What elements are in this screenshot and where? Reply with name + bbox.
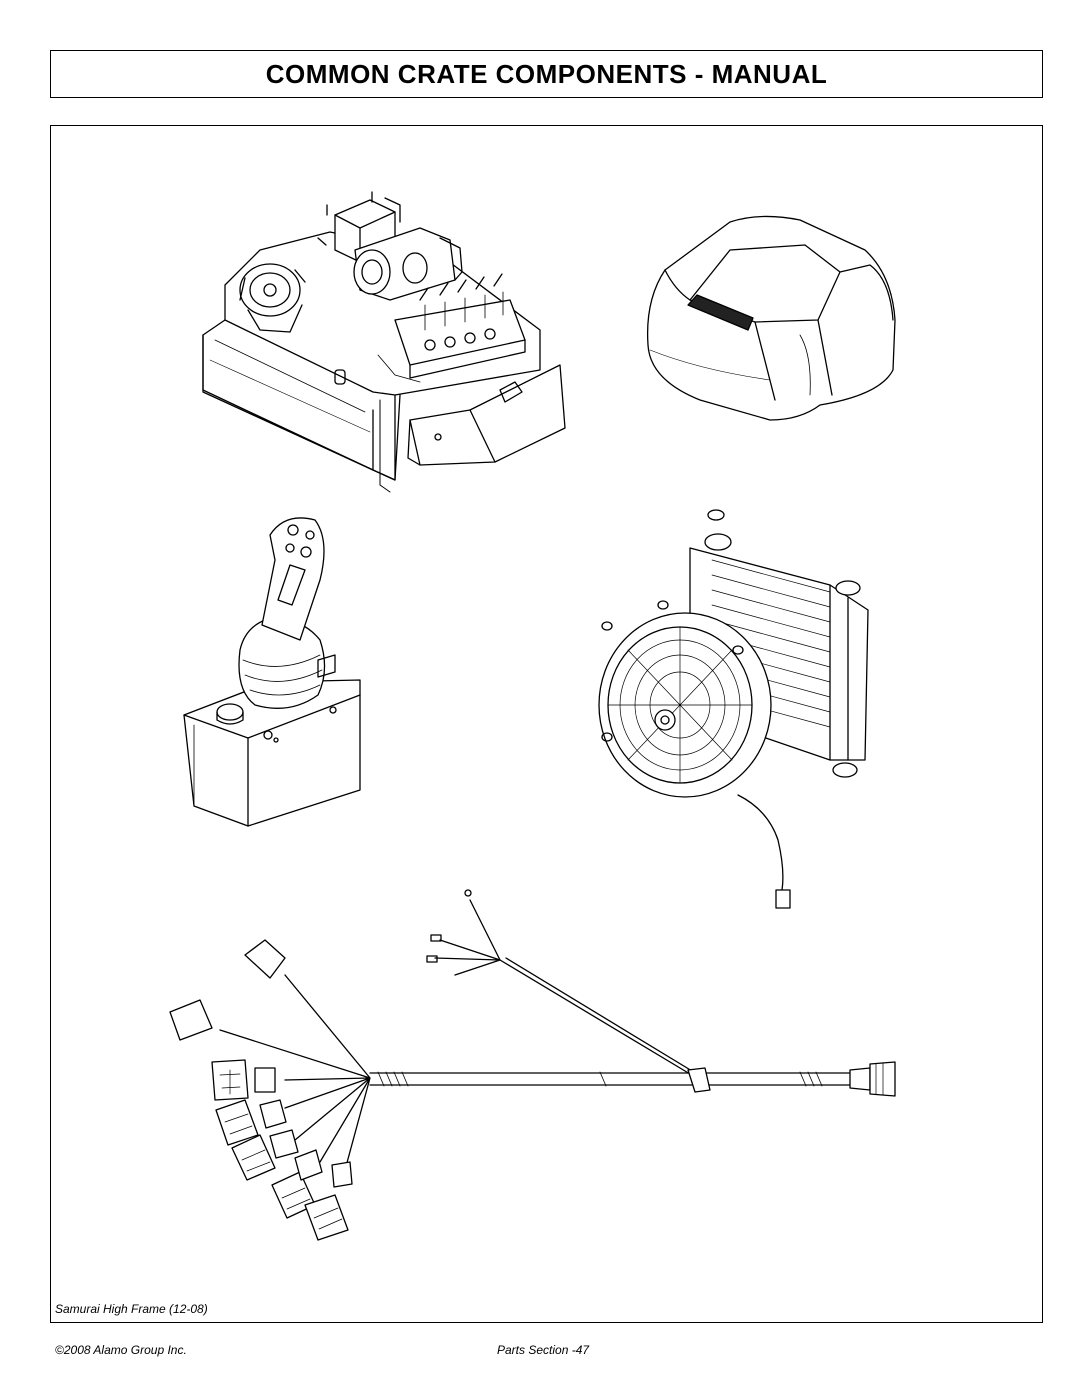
cover-icon (646, 215, 896, 421)
oil-cooler-fan-icon (598, 509, 869, 909)
page-number: Parts Section -47 (497, 1343, 590, 1357)
illustration-frame (50, 125, 1043, 1323)
valve-assembly-icon (202, 191, 566, 493)
page-title-box: COMMON CRATE COMPONENTS - MANUAL (50, 50, 1043, 98)
copyright-text: ©2008 Alamo Group Inc. (55, 1343, 187, 1357)
document-caption: Samurai High Frame (12-08) (55, 1302, 208, 1316)
page-title: COMMON CRATE COMPONENTS - MANUAL (265, 58, 828, 89)
wiring-harness-icon (169, 889, 896, 1241)
joystick-icon (183, 517, 361, 827)
